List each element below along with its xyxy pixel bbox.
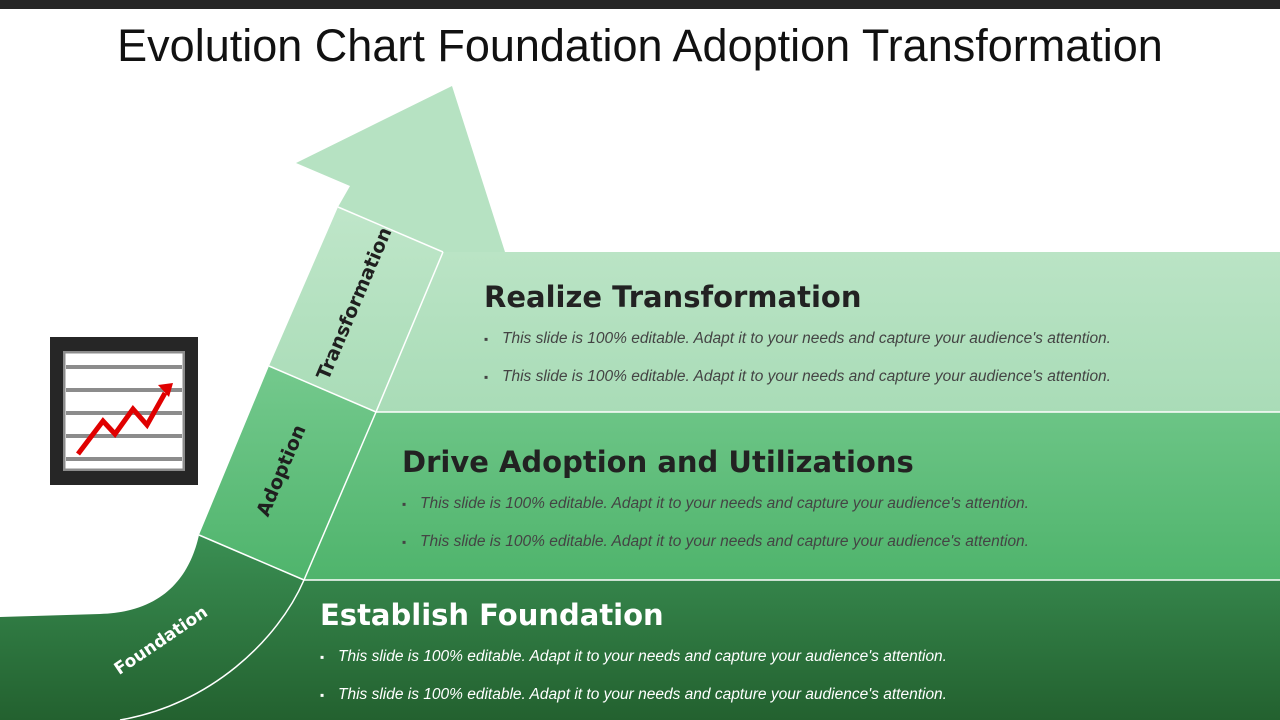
bullet-item: This slide is 100% editable. Adapt it to… xyxy=(402,485,1029,523)
heading-realize-transformation: Realize Transformation xyxy=(484,280,862,314)
bullet-item: This slide is 100% editable. Adapt it to… xyxy=(320,676,947,714)
growth-chart-icon xyxy=(50,337,198,485)
bullets-foundation: This slide is 100% editable. Adapt it to… xyxy=(320,638,947,714)
bullet-item: This slide is 100% editable. Adapt it to… xyxy=(402,523,1029,561)
bullets-transformation: This slide is 100% editable. Adapt it to… xyxy=(484,320,1111,396)
bullet-item: This slide is 100% editable. Adapt it to… xyxy=(484,320,1111,358)
bullet-item: This slide is 100% editable. Adapt it to… xyxy=(320,638,947,676)
heading-drive-adoption: Drive Adoption and Utilizations xyxy=(402,445,914,479)
foundation-curve xyxy=(0,535,304,720)
divider-lines xyxy=(119,206,1280,720)
trend-up-icon xyxy=(62,350,186,472)
top-bar xyxy=(0,0,1280,9)
page-title: Evolution Chart Foundation Adoption Tran… xyxy=(117,20,1163,71)
bullet-item: This slide is 100% editable. Adapt it to… xyxy=(484,358,1111,396)
arrow-head xyxy=(296,86,505,252)
heading-establish-foundation: Establish Foundation xyxy=(320,598,664,632)
bullets-adoption: This slide is 100% editable. Adapt it to… xyxy=(402,485,1029,561)
